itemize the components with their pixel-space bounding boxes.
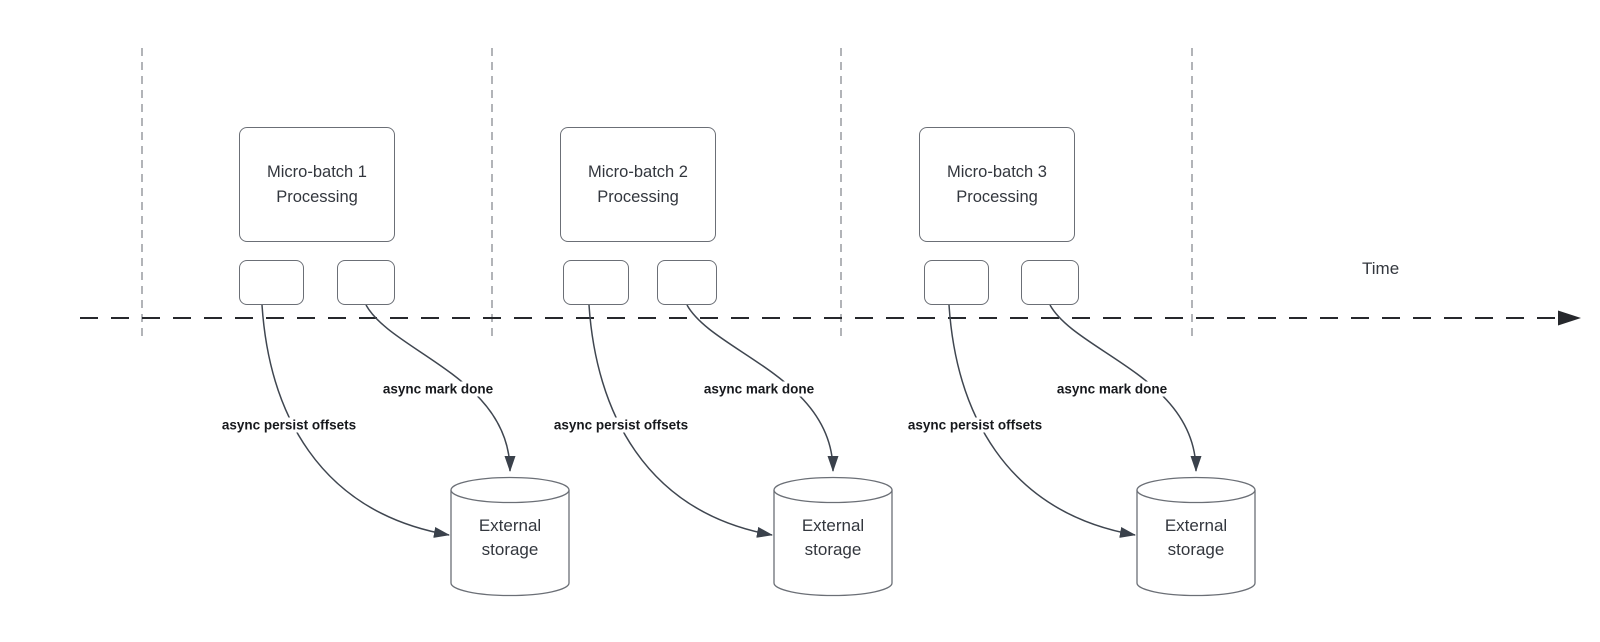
mark-done-label: async mark done [1053,381,1171,397]
persist-offsets-arrow [948,304,1136,538]
persist-offsets-task-box [239,260,304,305]
storage-cylinder-top [1136,476,1256,504]
persist-offsets-task-box [924,260,989,305]
micro-batch-title-line2: Processing [597,187,679,206]
persist-offsets-label: async persist offsets [904,417,1046,433]
storage-cylinder [450,490,570,597]
persist-offsets-arrow [588,304,773,538]
mark-done-arrow [686,304,839,472]
external-storage-label: External storage [1165,514,1227,562]
storage-cylinder [773,490,893,597]
timeline-arrowhead-icon [1558,310,1581,326]
external-storage-label: External storage [802,514,864,562]
micro-batch-box: Micro-batch 1 Processing [239,127,395,242]
mark-done-label: async mark done [379,381,497,397]
external-storage-line2: storage [1167,540,1225,559]
persist-offsets-label: async persist offsets [218,417,360,433]
storage-cylinder [1136,490,1256,597]
external-storage-line2: storage [481,540,539,559]
external-storage-label: External storage [479,514,541,562]
storage-cylinder-top [450,476,570,504]
external-storage-line1: External [478,516,542,535]
micro-batch-box: Micro-batch 3 Processing [919,127,1075,242]
mark-done-task-box [657,260,717,305]
mark-done-label: async mark done [700,381,818,397]
external-storage-line1: External [801,516,865,535]
mark-done-task-box [337,260,395,305]
external-storage-line1: External [1164,516,1228,535]
mark-done-arrow [1049,304,1202,472]
time-label: Time [1362,259,1400,278]
micro-batch-box: Micro-batch 2 Processing [560,127,716,242]
storage-cylinder-top [773,476,893,504]
persist-offsets-arrow [261,304,450,538]
external-storage-line2: storage [804,540,862,559]
mark-done-arrow [365,304,516,472]
micro-batch-title-line1: Micro-batch 3 [947,162,1047,181]
micro-batch-title-line2: Processing [956,187,1038,206]
micro-batch-title-line1: Micro-batch 1 [267,162,367,181]
micro-batch-title-line2: Processing [276,187,358,206]
micro-batch-title-line1: Micro-batch 2 [588,162,688,181]
persist-offsets-task-box [563,260,629,305]
mark-done-task-box [1021,260,1079,305]
persist-offsets-label: async persist offsets [550,417,692,433]
